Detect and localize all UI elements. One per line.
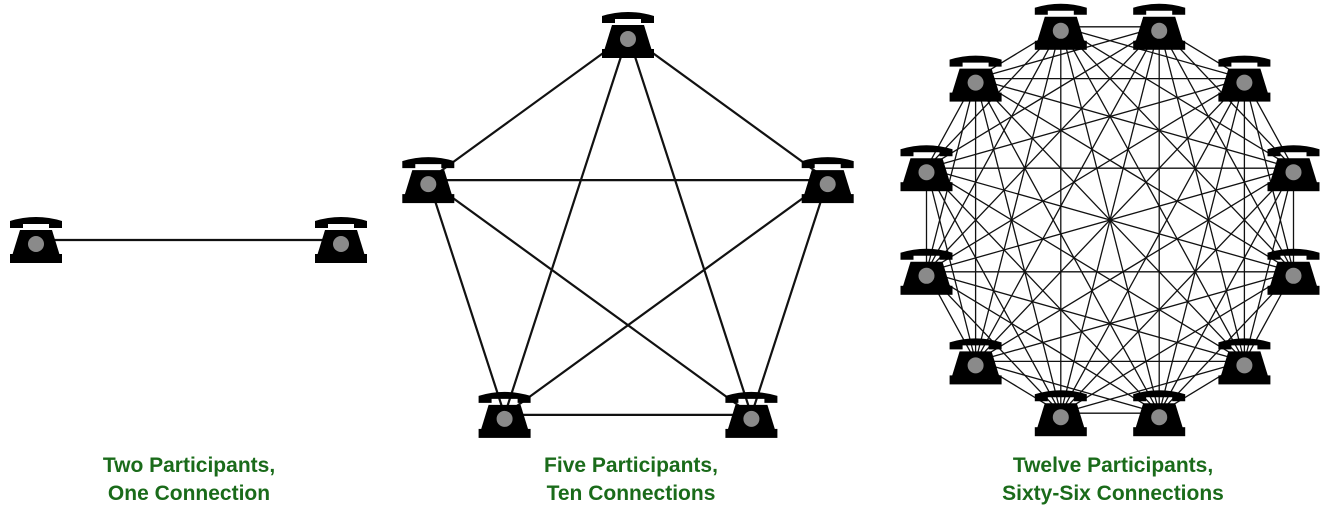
connection-line: [975, 78, 1160, 414]
telephone-icon: [801, 157, 854, 204]
connection-line: [427, 179, 506, 416]
connection-line: [1060, 26, 1245, 362]
connection-line: [975, 167, 1294, 362]
connection-line: [975, 78, 1245, 362]
telephone-icon: [1133, 390, 1186, 437]
connection-line: [925, 167, 1062, 414]
telephone-icon: [1267, 248, 1320, 295]
connection-line: [975, 26, 1160, 80]
caption-line-1: Five Participants,: [544, 454, 718, 477]
telephone-icon: [1034, 3, 1087, 50]
connection-line: [427, 179, 753, 416]
connection-line: [974, 78, 1062, 414]
telephone-icon: [949, 55, 1002, 102]
connection-line: [925, 78, 977, 272]
connection-line: [926, 77, 1245, 169]
connection-line: [627, 34, 829, 181]
connection-line: [503, 179, 829, 416]
connection-line: [926, 271, 1245, 363]
telephone-icon: [402, 157, 455, 204]
caption-line-1: Twelve Participants,: [1012, 454, 1214, 477]
caption-line-1: Two Participants,: [102, 454, 276, 477]
telephone-icon: [1034, 390, 1087, 437]
connection-line: [975, 271, 1294, 363]
connection-line: [427, 34, 629, 181]
telephone-icon: [900, 248, 953, 295]
telephone-icon: [949, 338, 1002, 385]
telephone-icon: [602, 12, 654, 58]
connection-line: [975, 77, 1294, 169]
connection-line: [975, 78, 1294, 273]
telephone-icon: [1133, 3, 1186, 50]
telephone-icon: [478, 391, 531, 438]
caption-line-2: Ten Connections: [546, 482, 716, 505]
telephone-icon: [900, 145, 953, 192]
connection-line: [926, 78, 1245, 273]
connection-line: [975, 26, 1160, 362]
connection-line: [925, 168, 977, 362]
telephone-icon: [725, 391, 778, 438]
telephone-icon: [1267, 145, 1320, 192]
caption-five-participants: Five Participants, Ten Connections: [461, 452, 801, 508]
connection-line: [503, 34, 630, 416]
participants-layer: [10, 3, 1320, 438]
connections-layer: [36, 26, 1295, 416]
caption-twelve-participants: Twelve Participants, Sixty-Six Connectio…: [943, 452, 1283, 508]
connection-line: [975, 360, 1160, 414]
telephone-icon: [1218, 338, 1271, 385]
connection-line: [926, 167, 1160, 414]
connection-line: [1060, 360, 1245, 414]
connection-line: [626, 34, 753, 416]
telephone-icon: [10, 217, 62, 263]
caption-line-2: Sixty-Six Connections: [1002, 482, 1224, 505]
telephone-icon: [315, 217, 367, 263]
caption-two-participants: Two Participants, One Connection: [19, 452, 359, 508]
connection-line: [926, 167, 1245, 362]
caption-line-2: One Connection: [107, 482, 271, 505]
connection-line: [750, 179, 829, 416]
connection-line: [1060, 78, 1245, 414]
telephone-icon: [1218, 55, 1271, 102]
